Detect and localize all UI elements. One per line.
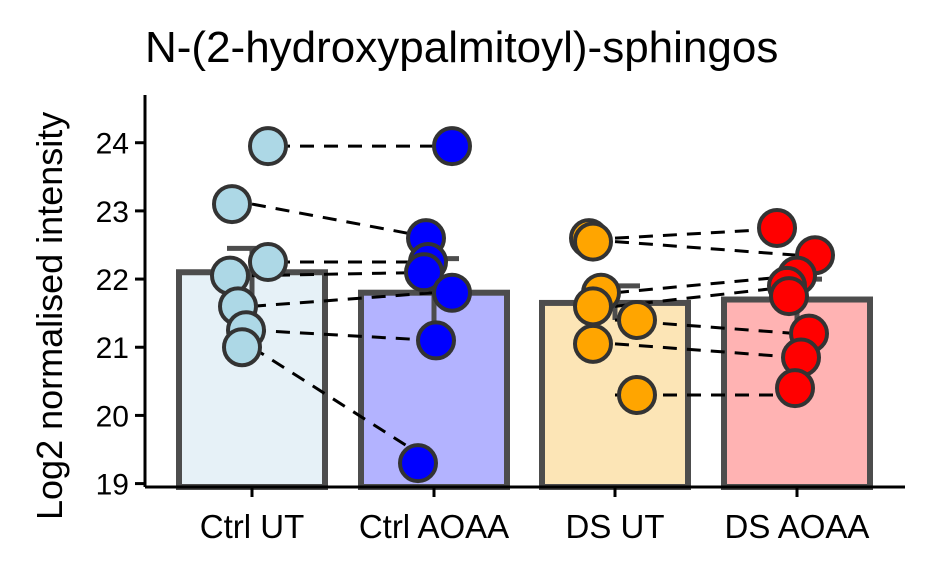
y-axis-label-group: Log2 normalised intensity: [29, 112, 70, 520]
chart-title: N-(2-hydroxypalmitoyl)-sphingos: [145, 23, 778, 72]
y-tick-label: 20: [96, 400, 129, 433]
axes-layer: [143, 95, 905, 489]
data-point: [617, 299, 657, 340]
data-point: [248, 242, 288, 283]
data-point: [757, 207, 797, 248]
y-tick-label: 22: [96, 264, 129, 297]
data-point: [617, 374, 657, 415]
y-tick-label: 19: [96, 469, 129, 502]
x-category-label: DS UT: [566, 508, 665, 545]
data-point: [573, 286, 613, 327]
data-point: [416, 320, 456, 361]
data-point: [432, 272, 472, 313]
x-category-label: Ctrl AOAA: [359, 508, 509, 545]
y-tick-label: 23: [96, 196, 129, 229]
pair-line: [251, 202, 435, 240]
y-tick-label: 24: [96, 128, 129, 161]
y-axis-label: Log2 normalised intensity: [29, 112, 70, 520]
pair-line: [614, 240, 798, 257]
data-point: [404, 252, 444, 293]
data-point: [775, 368, 815, 409]
x-category-label: DS AOAA: [725, 508, 870, 545]
points-layer: [210, 126, 835, 484]
data-point: [769, 276, 809, 317]
pair-line: [251, 345, 435, 465]
data-point: [573, 323, 613, 364]
data-point: [573, 221, 613, 262]
y-tick-label: 21: [96, 332, 129, 365]
pair-line: [251, 291, 435, 308]
x-category-label: Ctrl UT: [200, 508, 304, 545]
data-point: [398, 443, 438, 484]
pair-line: [614, 274, 798, 295]
data-point: [432, 126, 472, 167]
pair-line: [614, 342, 798, 359]
data-point: [222, 327, 262, 368]
pair-line: [251, 328, 435, 342]
data-point: [212, 184, 252, 225]
data-point: [248, 126, 288, 167]
pair-lines-layer: [251, 144, 798, 465]
